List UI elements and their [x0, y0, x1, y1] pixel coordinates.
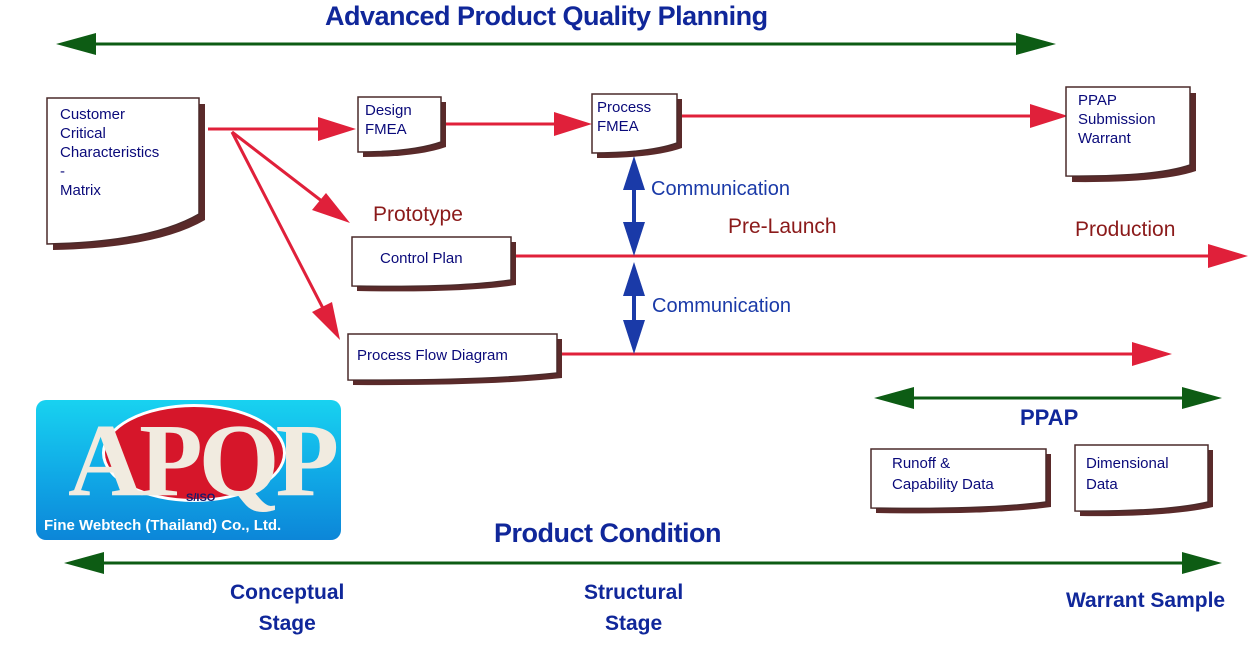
product-condition-title: Product Condition — [494, 518, 721, 548]
apqp-logo: APQP S/ISO Fine Webtech (Thailand) Co., … — [36, 400, 341, 540]
doc-design-fmea-text: Design FMEA — [365, 102, 412, 138]
stage-conceptual: Conceptual Stage — [230, 581, 345, 635]
doc-runoff: Runoff & Capability Data — [870, 448, 1051, 515]
doc-ppap-warrant-text: PPAP Submission Warrant — [1078, 92, 1156, 147]
logo-iso-text: S/ISO — [186, 492, 216, 504]
stage-structural: Structural Stage — [584, 581, 684, 635]
doc-customer-matrix: Customer Critical Characteristics - Matr… — [46, 97, 205, 250]
doc-design-fmea: Design FMEA — [357, 96, 446, 157]
diagram-title: Advanced Product Quality Planning — [325, 1, 768, 31]
logo-company-text: Fine Webtech (Thailand) Co., Ltd. — [44, 517, 282, 534]
doc-dimensional-text: Dimensional Data — [1086, 455, 1169, 493]
doc-process-flow: Process Flow Diagram — [347, 333, 562, 386]
ppap-label: PPAP — [1020, 405, 1079, 430]
doc-ppap-warrant: PPAP Submission Warrant — [1065, 86, 1196, 183]
phase-pre-launch: Pre-Launch — [728, 215, 837, 238]
arrow-design-to-process-fmea — [446, 112, 592, 136]
phase-production: Production — [1075, 218, 1176, 241]
arrow-production-line — [514, 244, 1248, 268]
communication-label-lower: Communication — [652, 295, 791, 317]
doc-runoff-text: Runoff & Capability Data — [892, 455, 994, 493]
arrow-process-fmea-to-ppap — [682, 104, 1068, 128]
arrow-matrix-to-process-flow — [230, 131, 340, 340]
logo-oval — [102, 404, 286, 502]
doc-process-fmea-text: Process FMEA — [597, 99, 652, 135]
communication-arrow-lower — [623, 262, 645, 354]
arrow-matrix-to-design-fmea — [208, 117, 356, 141]
doc-process-fmea: Process FMEA — [591, 93, 682, 158]
communication-arrow-upper — [623, 156, 645, 256]
phase-prototype: Prototype — [373, 203, 463, 226]
stage-warrant-sample: Warrant Sample — [1066, 589, 1226, 612]
doc-process-flow-text: Process Flow Diagram — [357, 347, 508, 364]
ppap-span-arrow — [874, 387, 1222, 409]
logo-apqp-text: APQP — [68, 403, 339, 518]
doc-control-plan-text: Control Plan — [380, 250, 463, 267]
doc-customer-matrix-text: Customer Critical Characteristics - Matr… — [60, 106, 160, 199]
arrow-process-flow-line — [560, 342, 1172, 366]
doc-dimensional: Dimensional Data — [1074, 444, 1213, 517]
apqp-span-arrow — [56, 33, 1056, 55]
doc-control-plan: Control Plan — [351, 236, 516, 292]
arrow-matrix-to-control-plan — [231, 130, 350, 223]
communication-label-upper: Communication — [651, 178, 790, 200]
product-condition-span-arrow — [64, 552, 1222, 574]
